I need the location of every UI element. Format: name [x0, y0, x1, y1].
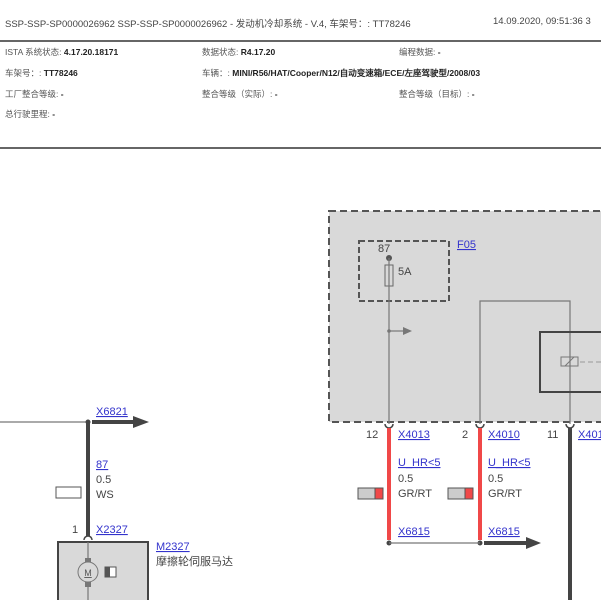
wire-size: 0.5: [398, 473, 413, 485]
fuse-link[interactable]: F05: [457, 239, 476, 251]
splice-link[interactable]: X6821: [96, 406, 128, 418]
arrow-icon: [403, 327, 412, 335]
wire-color: GR/RT: [488, 488, 522, 500]
wire-size: 0.5: [488, 473, 503, 485]
fuse-box: [358, 240, 450, 302]
mileage: 总行驶里程: -: [5, 109, 56, 119]
fuse-pin: 87: [378, 243, 390, 255]
component-link[interactable]: M2327: [156, 541, 190, 553]
signal-link[interactable]: U_HR<5: [398, 457, 441, 469]
timestamp: 14.09.2020, 09:51:36 3: [493, 16, 591, 27]
relay-coil-icon: [560, 356, 579, 367]
target-level: 整合等级（目标）: -: [399, 89, 475, 99]
connector-link[interactable]: X4013: [398, 429, 430, 441]
motor-icon: [77, 561, 99, 583]
control-unit-box: [328, 210, 601, 423]
svg-text:M: M: [84, 568, 92, 578]
wire-link[interactable]: 87: [96, 459, 108, 471]
wire-size: 0.5: [96, 474, 111, 486]
ista-status: ISTA 系统状态: 4.17.20.18171: [5, 47, 119, 57]
wire-color: WS: [96, 489, 114, 501]
pin-number: 2: [462, 429, 468, 441]
divider: [0, 147, 601, 149]
vehicle: 车辆：: MINI/R56/HAT/Cooper/N12/自动变速箱/ECE/左…: [202, 68, 481, 78]
signal-link[interactable]: U_HR<5: [488, 457, 531, 469]
programming-data: 编程数据: -: [399, 47, 441, 57]
pin-number: 1: [72, 524, 78, 536]
wire-color: GR/RT: [398, 488, 432, 500]
factory-level: 工厂整合等级: -: [5, 89, 64, 99]
component-name: 摩擦轮伺服马达: [156, 554, 233, 568]
pin-number: 12: [366, 429, 378, 441]
arrow-icon: [526, 537, 541, 549]
document-title: SSP-SSP-SP0000026962 SSP-SSP-SP000002696…: [5, 19, 411, 30]
connector-link[interactable]: X4010: [488, 429, 520, 441]
splice-link[interactable]: X6815: [398, 526, 430, 538]
data-status: 数据状态: R4.17.20: [202, 47, 276, 57]
vin: 车架号：: TT78246: [5, 68, 78, 78]
splice-link[interactable]: X6815: [488, 526, 520, 538]
arrow-icon: [133, 416, 149, 428]
wire-color-swatch: [55, 486, 82, 499]
fuse-rating: 5A: [398, 266, 412, 278]
connector-link[interactable]: X401: [578, 429, 601, 441]
relay-box: [539, 331, 601, 393]
actual-level: 整合等级（实际）: -: [202, 89, 278, 99]
component-box: [57, 541, 149, 600]
pin-number: 11: [547, 429, 558, 441]
divider: [0, 40, 601, 42]
connector-link[interactable]: X2327: [96, 524, 128, 536]
